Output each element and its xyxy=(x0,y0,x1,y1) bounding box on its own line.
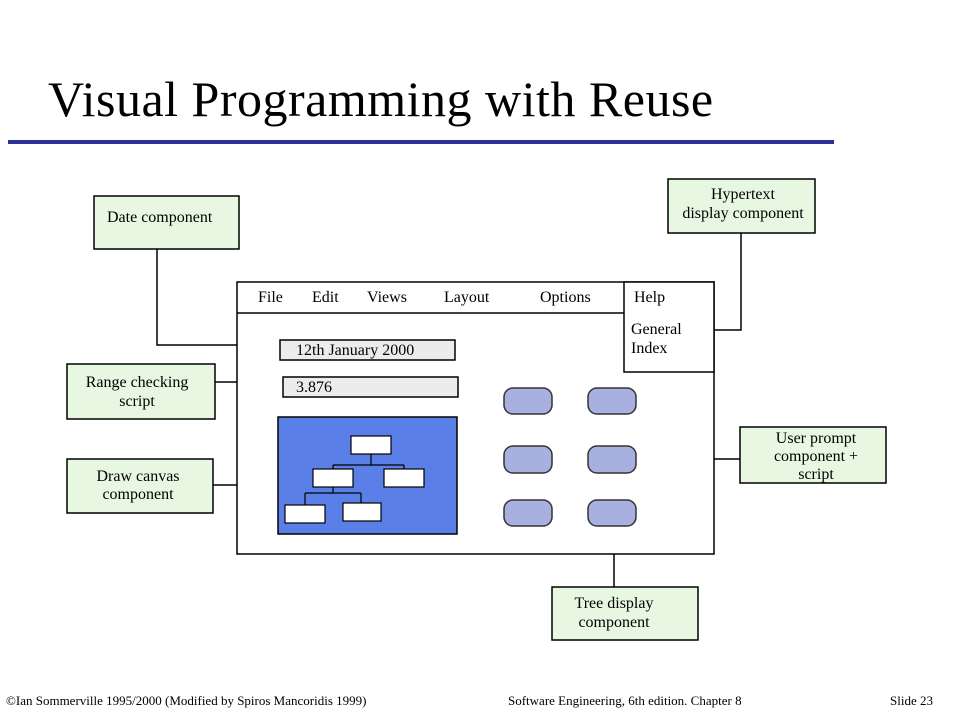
callout-tree-line2: component xyxy=(578,614,650,631)
tree-node-right xyxy=(383,468,425,488)
callout-canvas-line2: component xyxy=(102,486,174,503)
callout-user-prompt xyxy=(739,426,887,484)
footer-book: Software Engineering, 6th edition. Chapt… xyxy=(508,693,742,708)
menu-layout[interactable]: Layout xyxy=(444,289,490,306)
callout-range-line1: Range checking xyxy=(86,374,189,391)
callout-range-line2: script xyxy=(119,393,155,410)
callout-user-prompt-line1: User prompt xyxy=(776,430,857,447)
callout-canvas-line1: Draw canvas xyxy=(96,468,179,485)
footer-slide-number: Slide 23 xyxy=(890,693,933,708)
callout-user-prompt-line3: script xyxy=(798,466,834,483)
menu-file[interactable]: File xyxy=(258,289,283,306)
callout-tree-display xyxy=(551,586,699,641)
tree-node-left-right xyxy=(342,502,382,522)
callout-user-prompt-line2: component + xyxy=(774,448,858,465)
button-3[interactable] xyxy=(503,445,553,474)
menu-views[interactable]: Views xyxy=(367,289,407,306)
number-field[interactable] xyxy=(282,376,459,398)
help-item-general[interactable]: General xyxy=(631,321,682,338)
app-window: File Edit Views Layout Options Help Gene… xyxy=(236,281,715,555)
callout-draw-canvas xyxy=(66,458,214,514)
canvas-tree xyxy=(284,435,425,524)
callout-range-checking xyxy=(66,363,216,420)
tree-node-root xyxy=(350,435,392,455)
button-6[interactable] xyxy=(587,499,637,527)
menu-help[interactable]: Help xyxy=(634,289,665,306)
date-field[interactable] xyxy=(279,339,456,361)
date-field-value: 12th January 2000 xyxy=(296,342,414,359)
callout-date-component xyxy=(93,195,240,250)
callout-hypertext-component xyxy=(667,178,816,234)
menu-options[interactable]: Options xyxy=(540,289,591,306)
callout-hypertext-line2: display component xyxy=(682,205,804,222)
menu-edit[interactable]: Edit xyxy=(312,289,339,306)
callout-date-label: Date component xyxy=(107,209,213,226)
help-menu-panel xyxy=(623,281,715,373)
tree-node-left xyxy=(312,468,354,488)
button-2[interactable] xyxy=(587,387,637,415)
number-field-value: 3.876 xyxy=(296,379,332,396)
callout-tree-line1: Tree display xyxy=(575,595,654,612)
button-4[interactable] xyxy=(587,445,637,474)
help-item-index[interactable]: Index xyxy=(631,340,667,357)
slide-title: Visual Programming with Reuse xyxy=(48,71,714,127)
button-1[interactable] xyxy=(503,387,553,415)
title-divider xyxy=(8,140,834,144)
button-5[interactable] xyxy=(503,499,553,527)
callout-hypertext-line1: Hypertext xyxy=(711,186,776,203)
footer-copyright: ©Ian Sommerville 1995/2000 (Modified by … xyxy=(6,693,367,708)
tree-node-left-left xyxy=(284,504,326,524)
